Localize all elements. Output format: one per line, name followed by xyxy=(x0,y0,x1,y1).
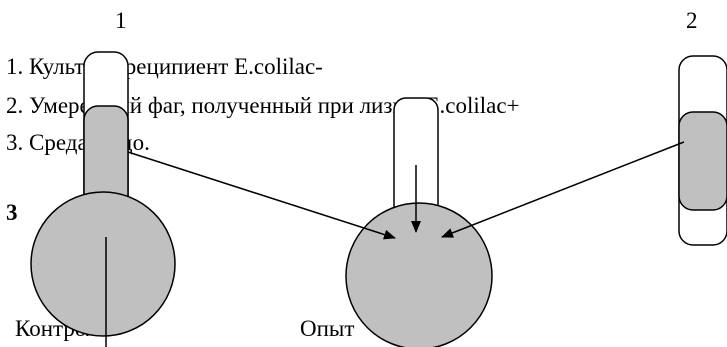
control-plate xyxy=(30,191,176,347)
experiment-plate xyxy=(345,202,493,347)
legend-item-2: 2. Умеренный фаг, полученный при лизисеE… xyxy=(6,93,520,118)
experiment-plate-medium xyxy=(345,202,493,347)
flask-number: 3 xyxy=(6,200,18,225)
tube-2-number: 2 xyxy=(686,8,698,33)
tube-2 xyxy=(678,55,727,246)
arrow-from-tube-1 xyxy=(127,151,396,240)
arrow-from-tube-2 xyxy=(441,141,685,238)
control-plate-medium xyxy=(30,191,176,337)
legend-item-1: 1. Культура-реципиент E.colilac- xyxy=(6,54,323,79)
tube-1-number: 1 xyxy=(115,8,127,33)
experiment-label: Опыт xyxy=(300,316,354,341)
tube-1 xyxy=(83,51,129,215)
tube-2-phage xyxy=(678,111,727,211)
